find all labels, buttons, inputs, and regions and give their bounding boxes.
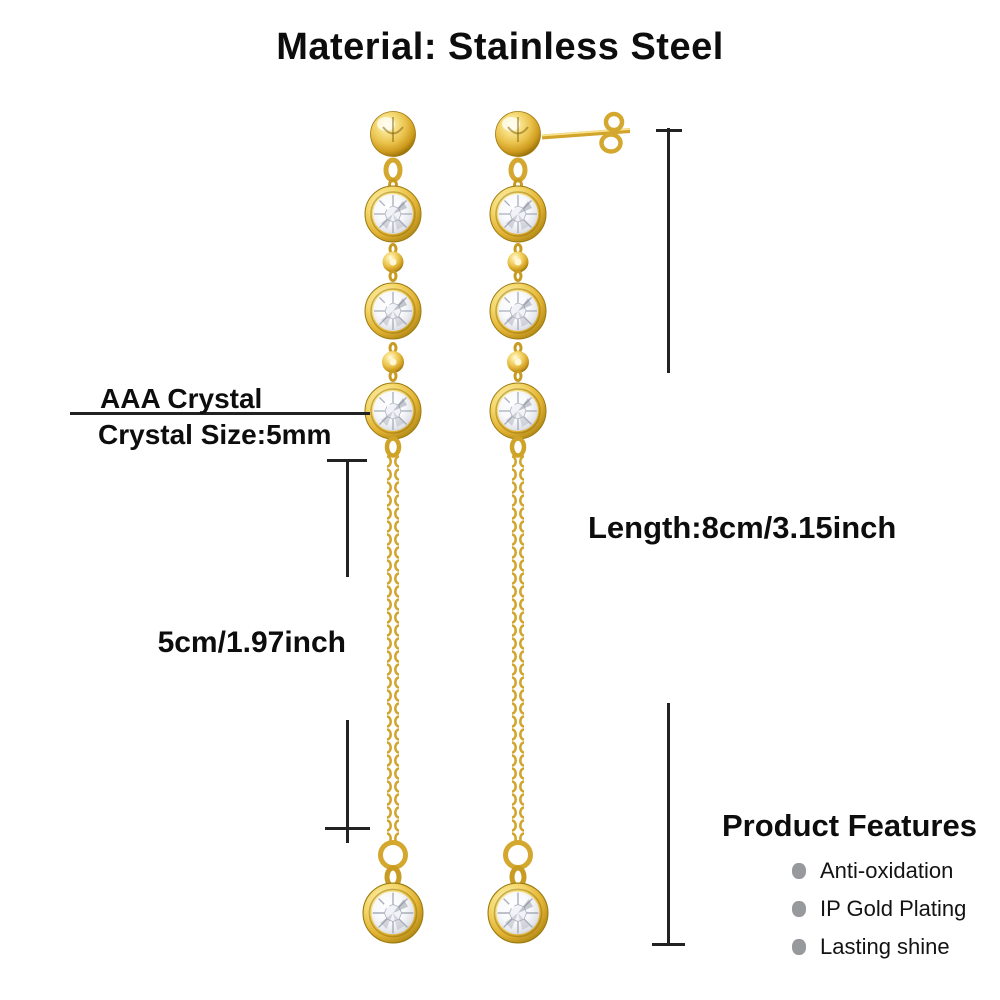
left-measure-bottom-line (346, 720, 349, 843)
feature-label: Anti-oxidation (820, 858, 954, 883)
butterfly-back (603, 111, 625, 133)
right-measure-bottom-line (667, 703, 670, 946)
feature-label: IP Gold Plating (820, 896, 967, 921)
right-measure-bottom-cap (652, 943, 685, 946)
feature-item: IP Gold Plating (792, 896, 992, 922)
bullet-icon (792, 939, 806, 955)
product-features: Product Features Anti-oxidation IP Gold … (722, 808, 992, 972)
feature-item: Lasting shine (792, 934, 992, 960)
crystal-quality-label: AAA Crystal (100, 383, 263, 414)
bullet-icon (792, 901, 806, 917)
features-heading: Product Features (722, 808, 977, 843)
left-measure-top-line (346, 460, 349, 577)
left-measure-bottom-cap (325, 827, 370, 830)
total-length-label: Length:8cm/3.15inch (588, 510, 897, 545)
earring-post (541, 111, 631, 154)
feature-label: Lasting shine (820, 934, 950, 959)
crystal-size-label: Crystal Size:5mm (98, 419, 332, 450)
page-title: Material: Stainless Steel (276, 26, 724, 68)
chain-length-label: 5cm/1.97inch (157, 626, 346, 659)
right-measure-top-line (667, 128, 670, 373)
feature-item: Anti-oxidation (792, 858, 992, 884)
crystal-pointer-line (70, 412, 370, 415)
right-earring (488, 111, 631, 943)
left-earring (363, 112, 423, 943)
bullet-icon (792, 863, 806, 879)
